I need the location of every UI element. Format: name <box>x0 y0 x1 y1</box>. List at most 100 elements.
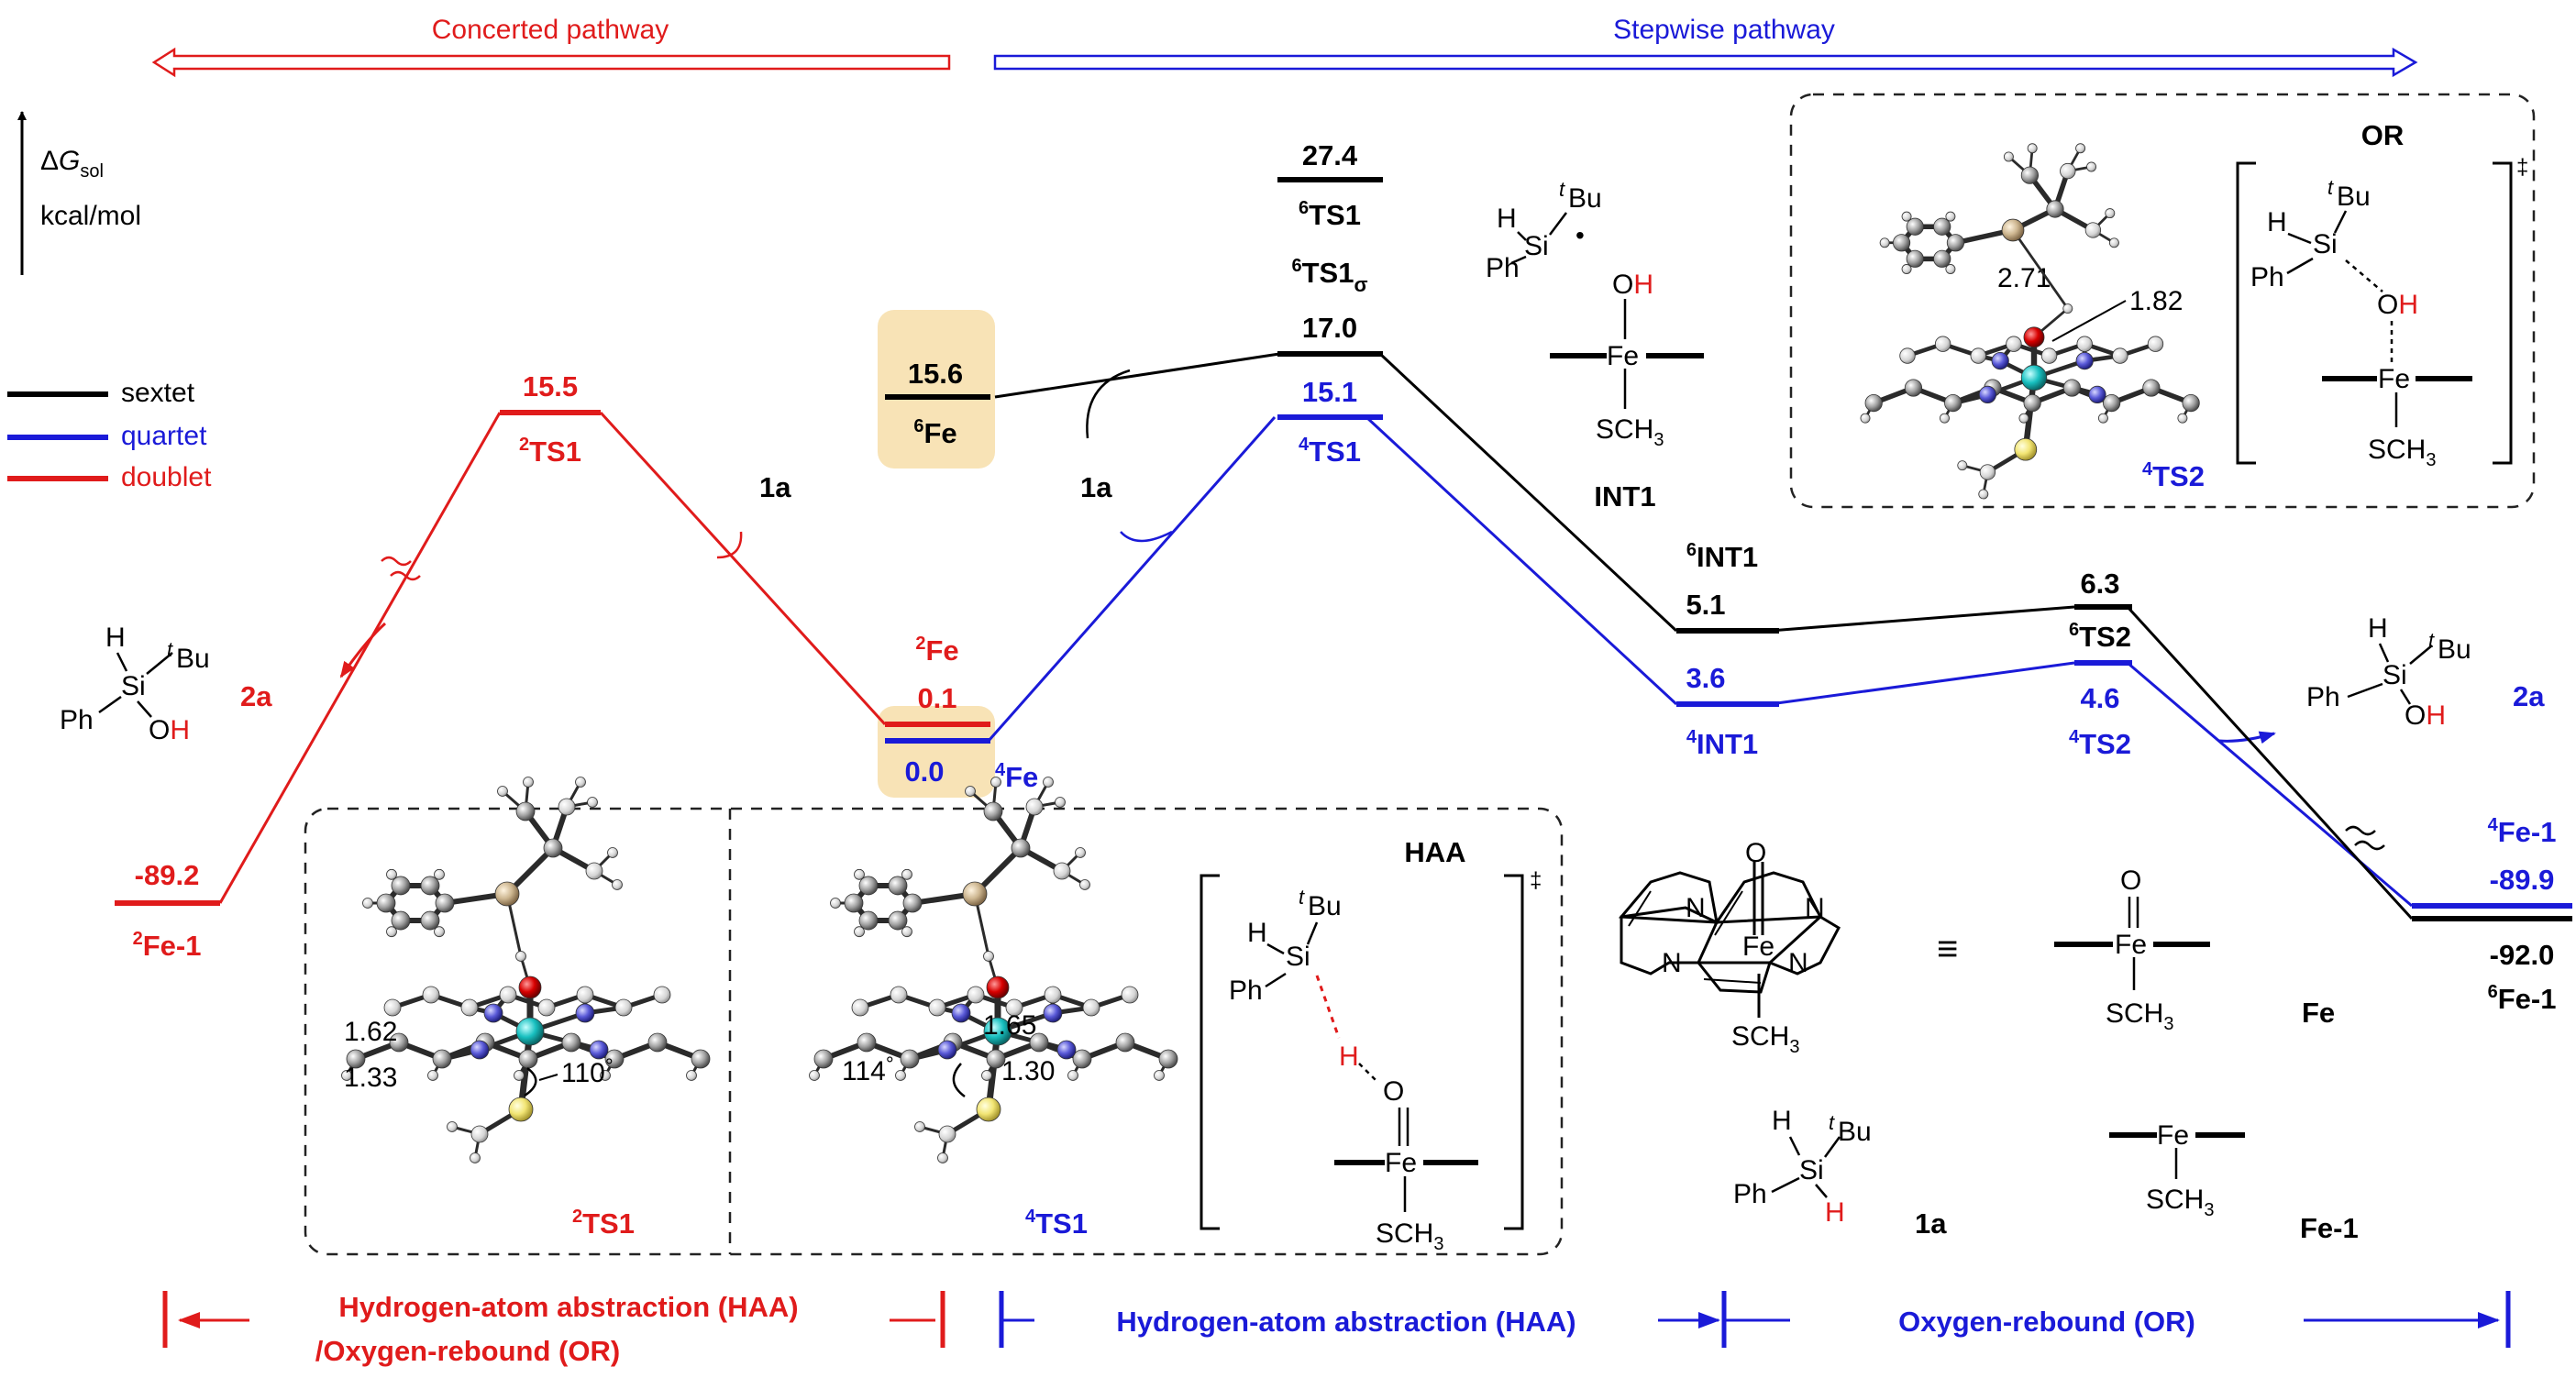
svg-text:Si: Si <box>1286 942 1310 972</box>
carbon-atom-back <box>967 986 985 1004</box>
hydrogen-atom <box>1945 211 1956 222</box>
hydrogen-atom <box>1978 489 1989 500</box>
hydrogen-atom <box>607 847 618 858</box>
or-ts2-tag: 4TS2 <box>2142 459 2205 492</box>
svg-text:H: H <box>2267 207 2287 237</box>
svg-text:N: N <box>1805 893 1825 923</box>
carbon-atom-back <box>460 998 479 1017</box>
carbon-atom-back <box>1044 986 1062 1004</box>
svg-text:t: t <box>1559 178 1565 201</box>
svg-text:Fe: Fe <box>1385 1148 1417 1178</box>
or-oh: OH <box>2377 290 2418 320</box>
carbon-atom <box>543 838 563 858</box>
2a-left-label: 2a <box>240 680 272 712</box>
carbon-atom-back <box>1970 347 1986 364</box>
nitrogen-atom <box>575 1003 595 1023</box>
value-2fe1: -89.2 <box>135 859 200 891</box>
carbon-atom-back <box>2112 347 2128 364</box>
carbon-atom <box>2020 166 2039 184</box>
carbon-atom <box>1158 1049 1178 1069</box>
4ts1-ball-and-stick <box>809 777 1178 1163</box>
hydrogen-atom <box>1940 413 1950 424</box>
svg-text:Ph: Ph <box>60 705 94 735</box>
carbon-atom-back <box>470 1125 489 1143</box>
int1-label: INT1 <box>1594 480 1655 513</box>
oxygen-atom <box>986 976 1010 999</box>
hydrogen-atom <box>1901 264 1912 274</box>
fe1-sch3: SCH3 <box>2146 1185 2214 1220</box>
or-box <box>1789 93 2536 509</box>
svg-text:N: N <box>1686 893 1706 923</box>
nitrogen-atom <box>470 1040 490 1060</box>
carbon-atom <box>900 1049 920 1069</box>
value-4fe1: -89.9 <box>2490 864 2555 896</box>
hydrogen-atom <box>515 951 526 962</box>
hydrogen-atom <box>895 1070 906 1081</box>
hydrogen-atom <box>2086 161 2097 172</box>
svg-text:Fe: Fe <box>2157 1120 2189 1151</box>
carbon-atom <box>1029 1032 1049 1053</box>
carbon-atom <box>2103 393 2121 413</box>
svg-text:Bu: Bu <box>2337 182 2371 212</box>
label-6int1: 6INT1 <box>1686 540 1758 573</box>
svg-text:•: • <box>1575 221 1585 249</box>
oxygen-atom <box>2023 326 2045 348</box>
hydrogen-atom <box>2108 237 2119 248</box>
value-4fe: 0.0 <box>904 755 944 788</box>
or-box-title: OR <box>2361 119 2405 151</box>
sulfur-atom <box>976 1097 1001 1122</box>
fe2-fe4-highlight <box>878 706 995 798</box>
carbon-atom <box>1944 393 1962 413</box>
carbon-atom <box>2046 200 2064 218</box>
sextet-path <box>994 352 2414 921</box>
label-6fe1: 6Fe-1 <box>2488 982 2557 1015</box>
footer-haa-or-line1: Hydrogen-atom abstraction (HAA) <box>338 1291 798 1323</box>
value-6ts2: 6.3 <box>2080 568 2119 600</box>
svg-text:‡: ‡ <box>1530 868 1542 893</box>
hydrogen-atom <box>914 1121 925 1132</box>
carbon-atom <box>1115 1032 1135 1053</box>
label-4ts1: 4TS1 <box>1299 435 1361 468</box>
carbon-atom <box>858 910 879 931</box>
hydrogen-atom <box>1079 879 1090 890</box>
carbon-atom-back <box>2006 336 2022 352</box>
svg-text:Si: Si <box>1524 231 1549 261</box>
carbon-atom-back <box>653 986 671 1004</box>
hydrogen-atom <box>2003 151 2014 162</box>
stepwise-pathway-arrow <box>993 47 2418 78</box>
carbon-atom <box>420 910 440 931</box>
hydrogen-atom <box>686 1070 697 1081</box>
svg-text:H: H <box>1772 1106 1792 1136</box>
product-2a-left: H t Bu Si Ph OH 2a <box>60 623 272 745</box>
hydrogen-atom <box>965 786 976 797</box>
nitrogen-atom <box>1978 385 1996 403</box>
hydrogen-atom <box>981 1070 992 1081</box>
svg-text:O: O <box>1383 1076 1404 1107</box>
value-2ts1: 15.5 <box>523 370 578 402</box>
carbon-atom-back <box>1005 998 1023 1017</box>
fe-oxo-shorthand: O Fe SCH3 Fe <box>2054 865 2335 1034</box>
carbon-atom-back <box>1082 998 1100 1017</box>
carbon-atom-back <box>2060 162 2076 180</box>
label-2fe1: 2Fe-1 <box>133 929 202 962</box>
hydrogen-atom <box>830 898 841 909</box>
label-4ts2: 4TS2 <box>2069 727 2131 760</box>
carbon-atom <box>1892 234 1911 252</box>
fe1-label: Fe-1 <box>2300 1212 2359 1244</box>
or-d271: 2.71 <box>1997 263 2051 293</box>
svg-text:Ph: Ph <box>1486 253 1520 283</box>
substrate-1a-shorthand: H t Bu Si Ph H 1a <box>1733 1106 1947 1240</box>
bond <box>2011 228 2070 310</box>
hydrogen-atom <box>2097 413 2108 424</box>
hydrogen-atom <box>434 926 445 938</box>
hydrogen-atom <box>1075 847 1086 858</box>
product-2a-right: H t Bu Si Ph OH 2a <box>2306 613 2545 731</box>
concerted-pathway-arrow <box>151 47 951 78</box>
nitrogen-atom <box>483 1003 503 1023</box>
hydrogen-atom <box>1043 777 1054 788</box>
carbon-atom <box>518 1049 538 1069</box>
svg-text:H: H <box>1497 204 1517 234</box>
carbon-atom <box>1906 217 1924 236</box>
value-4ts2: 4.6 <box>2080 682 2119 714</box>
carbon-atom-back <box>537 998 556 1017</box>
